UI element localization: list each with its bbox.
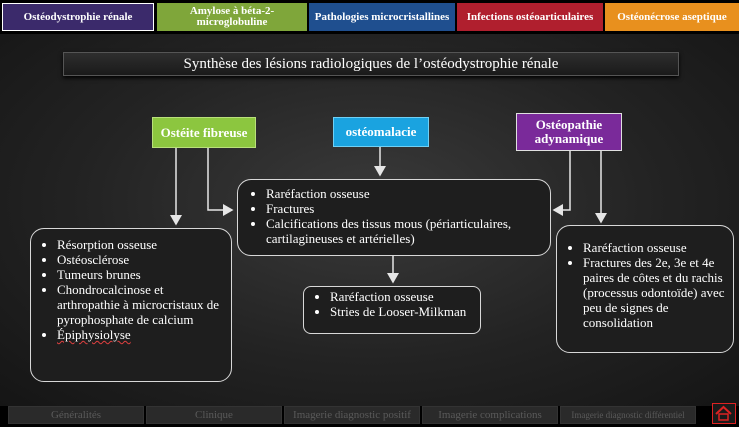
list-item: Raréfaction osseuse [330, 289, 474, 304]
left-osteite-box: Résorption osseuse Ostéosclérose Tumeurs… [30, 228, 232, 382]
left-list: Résorption osseuse Ostéosclérose Tumeurs… [37, 237, 225, 342]
home-button[interactable] [712, 403, 736, 424]
list-item: Tumeurs brunes [57, 267, 225, 282]
tab-osteodystrophie-renale[interactable]: Ostéodystrophie rénale [2, 3, 154, 31]
home-icon [715, 405, 732, 421]
tab-infections-osteoarticulaires[interactable]: Infections ostéoarticulaires [457, 3, 603, 31]
list-item: Chondrocalcinose et arthropathie à micro… [57, 282, 225, 327]
nav-generalites[interactable]: Généralités [8, 406, 144, 424]
list-item-text: Épiphysiolyse [57, 327, 131, 342]
right-adynamique-box: Raréfaction osseuse Fractures des 2e, 3e… [556, 225, 734, 353]
right-list: Raréfaction osseuse Fractures des 2e, 3e… [563, 240, 727, 330]
nav-clinique[interactable]: Clinique [146, 406, 282, 424]
center-list: Raréfaction osseuse Fractures Calcificat… [246, 186, 542, 246]
slide-title: Synthèse des lésions radiologiques de l’… [63, 52, 679, 76]
list-item: Fractures des 2e, 3e et 4e paires de côt… [583, 255, 727, 330]
header-osteite-fibreuse: Ostéite fibreuse [152, 117, 256, 148]
list-item: Résorption osseuse [57, 237, 225, 252]
bottom-nav-bar: Généralités Clinique Imagerie diagnostic… [0, 406, 739, 424]
center-common-lesions-box: Raréfaction osseuse Fractures Calcificat… [237, 179, 551, 256]
list-item: Fractures [266, 201, 542, 216]
list-item: Ostéosclérose [57, 252, 225, 267]
list-item: Raréfaction osseuse [266, 186, 542, 201]
list-item: Épiphysiolyse [57, 327, 225, 342]
header-osteopathie-adynamique: Ostéopathie adynamique [516, 113, 622, 151]
tab-amylose[interactable]: Amylose à béta-2-microglobuline [157, 3, 307, 31]
nav-imagerie-diagnostic-positif[interactable]: Imagerie diagnostic positif [284, 406, 420, 424]
top-tab-bar: Ostéodystrophie rénale Amylose à béta-2-… [0, 0, 739, 34]
middle-osteomalacie-box: Raréfaction osseuse Stries de Looser-Mil… [303, 286, 481, 334]
list-item: Stries de Looser-Milkman [330, 304, 474, 319]
list-item: Raréfaction osseuse [583, 240, 727, 255]
nav-imagerie-diagnostic-differentiel[interactable]: Imagerie diagnostic différentiel [560, 406, 696, 424]
header-osteomalacie: ostéomalacie [333, 117, 429, 147]
middle-list: Raréfaction osseuse Stries de Looser-Mil… [310, 289, 474, 319]
list-item: Calcifications des tissus mous (périarti… [266, 216, 542, 246]
nav-imagerie-complications[interactable]: Imagerie complications [422, 406, 558, 424]
tab-osteonecrose-aseptique[interactable]: Ostéonécrose aseptique [605, 3, 739, 31]
tab-pathologies-microcristallines[interactable]: Pathologies microcristallines [309, 3, 455, 31]
